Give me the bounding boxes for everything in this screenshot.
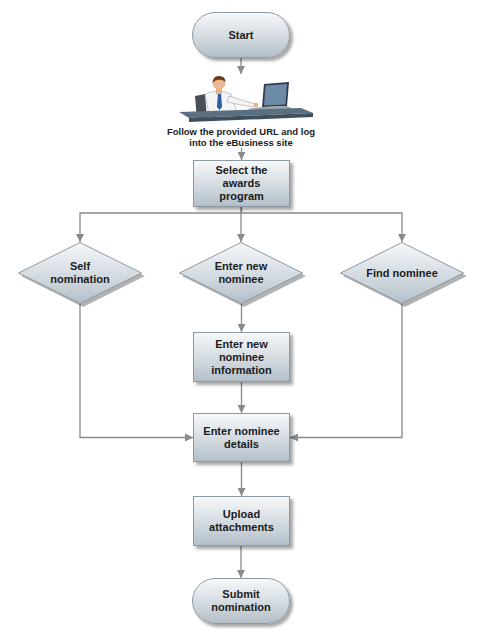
decision-diamond: Self nomination	[18, 242, 142, 304]
node-label: Self nomination	[43, 260, 117, 286]
flow-connector	[80, 207, 242, 242]
diamond-fill	[180, 243, 303, 304]
flow-connector	[241, 462, 242, 496]
flow-connector	[241, 148, 242, 160]
flow-connector	[80, 304, 193, 438]
flow-connector	[241, 304, 242, 332]
flow-connector	[240, 58, 241, 74]
login-step: Follow the provided URL and log into the…	[161, 74, 321, 148]
illustration-part	[213, 77, 226, 90]
node-label: Enter new nominee information	[201, 338, 282, 377]
flow-connector	[241, 382, 242, 413]
node-label: Upload attachments	[201, 508, 282, 534]
illustration-part	[264, 84, 287, 106]
decision-diamond: Find nominee	[340, 242, 464, 304]
process-box: Enter nominee details	[193, 413, 290, 462]
step-caption: Follow the provided URL and log into the…	[161, 126, 321, 148]
flow-connector	[242, 207, 403, 242]
process-box: Select the awards program	[193, 160, 290, 207]
start-terminal: Start	[192, 12, 290, 58]
process-box: Upload attachments	[193, 496, 290, 546]
decision-diamond: Enter new nominee	[179, 242, 303, 304]
illustration-part	[189, 113, 313, 122]
illustration-part	[213, 76, 226, 83]
illustration-part	[217, 93, 222, 110]
flow-connector	[240, 546, 241, 578]
node-label: Submit nomination	[200, 588, 282, 614]
node-label: Enter nominee details	[201, 425, 282, 451]
process-box: Enter new nominee information	[193, 332, 290, 382]
end-terminal: Submit nomination	[192, 578, 290, 624]
diamond-fill	[341, 243, 464, 304]
illustration-part	[262, 82, 289, 107]
node-label: Enter new nominee	[204, 260, 278, 286]
flow-connector	[290, 304, 402, 438]
illustration-part	[254, 103, 258, 107]
illustration-part	[227, 96, 255, 107]
diamond-fill	[19, 243, 142, 304]
node-label: Start	[228, 29, 253, 42]
person-at-laptop-illustration	[161, 74, 321, 124]
node-label: Find nominee	[365, 267, 439, 280]
node-label: Select the awards program	[201, 164, 282, 203]
